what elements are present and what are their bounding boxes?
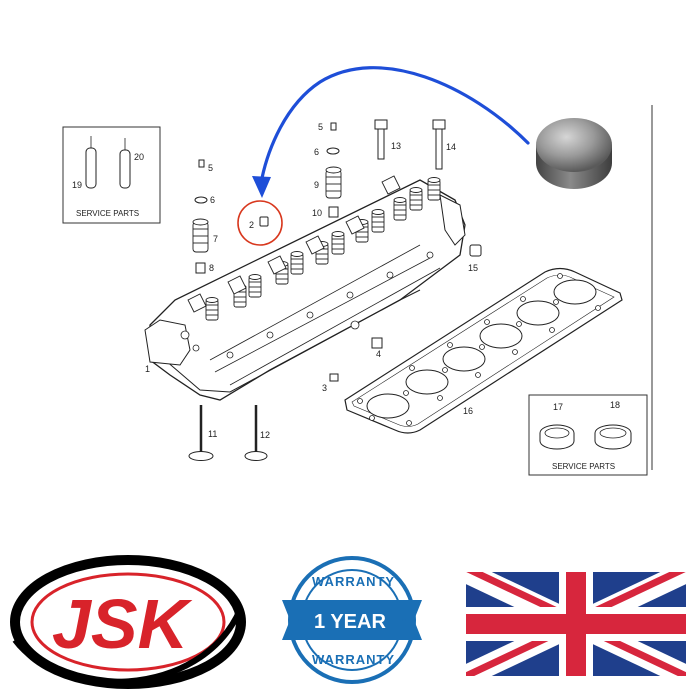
part-label-20: 20: [134, 152, 144, 162]
part-label-15: 15: [468, 263, 478, 273]
warranty-badge: WARRANTY 1 YEAR WARRANTY: [282, 556, 422, 684]
jsk-logo-text: JSK: [52, 585, 193, 663]
fitting-15: 15: [468, 244, 482, 273]
part-label-10: 10: [312, 208, 322, 218]
warranty-year-text: 1 YEAR: [314, 611, 386, 633]
part-label-2: 2: [249, 220, 254, 230]
freeze-plug-photo: [536, 118, 612, 189]
cylinder-head: 1: [144, 175, 466, 401]
fitting-4: 4: [371, 337, 383, 359]
warranty-bottom-text: WARRANTY: [312, 652, 395, 667]
part-label-1: 1: [145, 364, 150, 374]
pointer-arrow: [252, 66, 530, 198]
part-label-8: 8: [209, 263, 214, 273]
part-label-12: 12: [260, 430, 270, 440]
jsk-logo: JSK: [10, 555, 246, 689]
part-label-11: 11: [208, 429, 217, 439]
valve-stack-left: 5 6 7 8: [192, 159, 218, 274]
service-parts-box-left: 19 20 SERVICE PARTS: [62, 126, 161, 224]
part-label-9: 9: [314, 180, 319, 190]
part-label-6-right: 6: [314, 147, 319, 157]
warranty-top-text: WARRANTY: [312, 574, 395, 589]
service-parts-label-right: SERVICE PARTS: [552, 462, 615, 471]
highlighted-part-2: 2: [237, 200, 283, 246]
plug-3: 3: [322, 373, 339, 393]
part-label-5-left: 5: [208, 163, 213, 173]
part-label-18: 18: [610, 400, 620, 410]
part-label-7: 7: [213, 234, 218, 244]
part-label-5-right: 5: [318, 122, 323, 132]
head-gasket: 16: [344, 267, 623, 434]
part-label-17: 17: [553, 402, 563, 412]
uk-flag: [466, 572, 686, 676]
part-label-14: 14: [446, 142, 456, 152]
part-label-3: 3: [322, 383, 327, 393]
valves: 11 12: [188, 405, 270, 461]
part-label-13: 13: [391, 141, 401, 151]
part-label-4: 4: [376, 349, 381, 359]
part-label-6-left: 6: [210, 195, 215, 205]
head-bolts: 13 14: [374, 119, 456, 170]
service-parts-box-right: 17 18 SERVICE PARTS: [528, 394, 648, 476]
part-label-19: 19: [72, 180, 82, 190]
valve-stack-right: 5 6 9 10: [312, 122, 342, 218]
service-parts-label-left: SERVICE PARTS: [76, 209, 139, 218]
part-label-16: 16: [463, 406, 473, 416]
